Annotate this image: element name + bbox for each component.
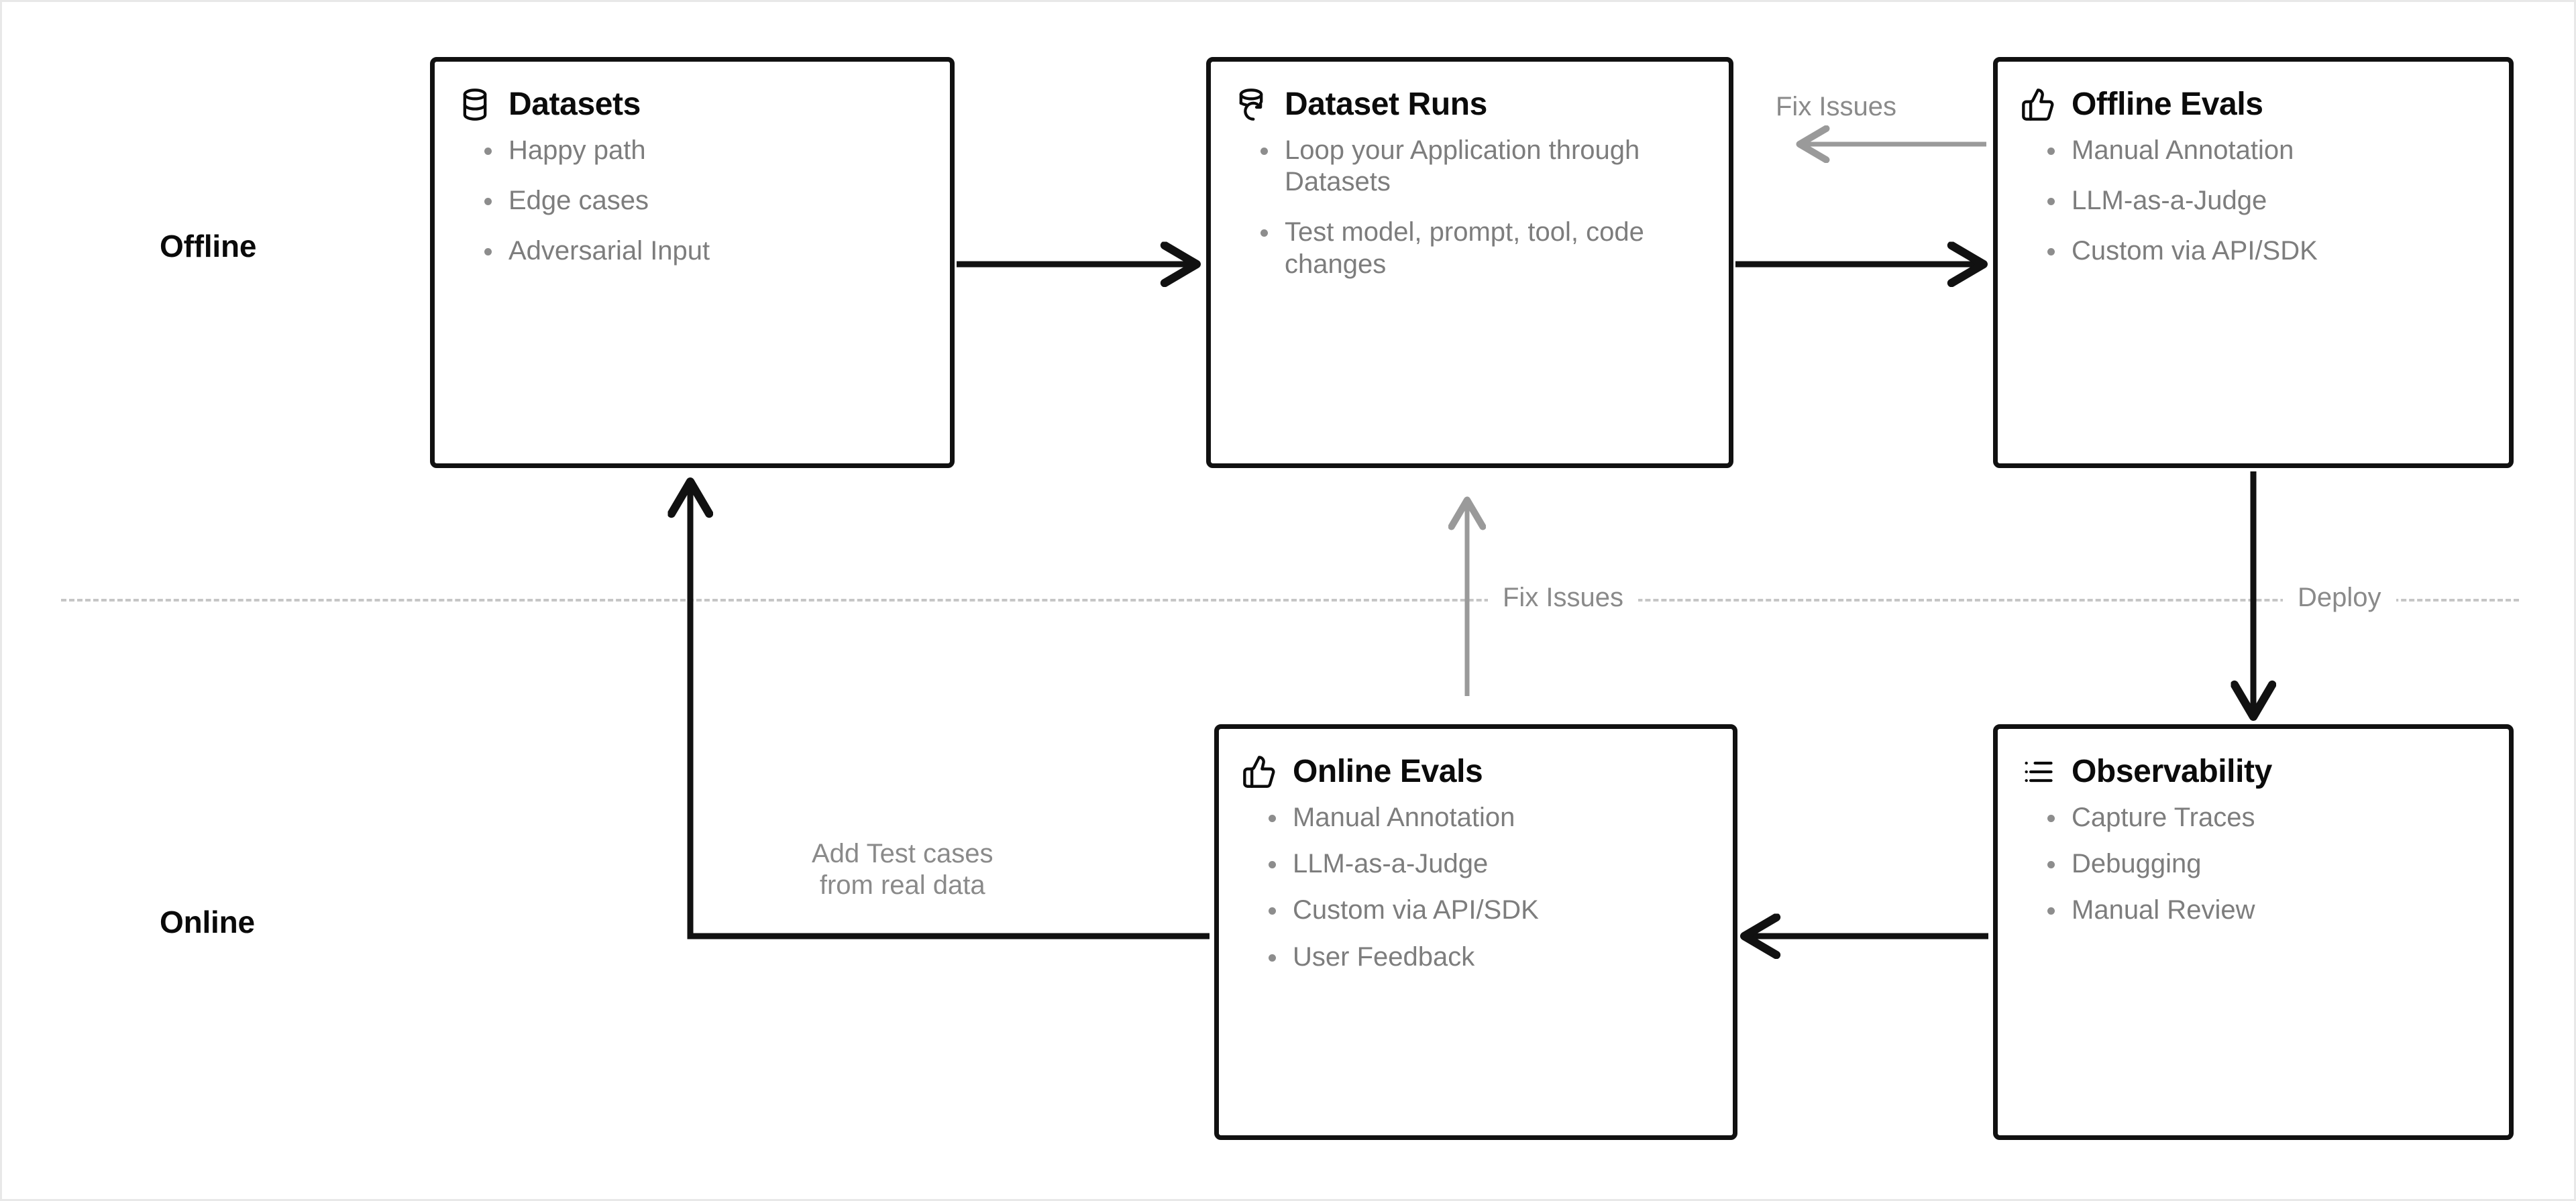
node-online-evals-header: Online Evals — [1242, 753, 1710, 790]
node-datasets-title: Datasets — [508, 87, 641, 122]
list-item: Capture Traces — [2045, 802, 2486, 834]
section-label-online: Online — [160, 905, 255, 939]
list-item: LLM-as-a-Judge — [2045, 185, 2486, 217]
edge-label-add-test-cases: Add Test cases from real data — [812, 838, 994, 901]
list-item: Manual Annotation — [2045, 135, 2486, 166]
node-datasets-list: Happy path Edge cases Adversarial Input — [458, 135, 927, 268]
list-item: Manual Review — [2045, 895, 2486, 926]
node-online-evals-title: Online Evals — [1293, 754, 1483, 789]
edge-label-add-test-cases-line1: Add Test cases — [812, 839, 994, 868]
list-item: Loop your Application through Datasets — [1258, 135, 1706, 198]
thumbs-up-icon — [2022, 88, 2054, 121]
node-dataset-runs-header: Dataset Runs — [1234, 86, 1706, 123]
list-item: Edge cases — [482, 185, 927, 217]
edge-label-fix-issues-top: Fix Issues — [1776, 92, 1897, 121]
database-refresh-icon — [1239, 88, 1263, 121]
list-item: Test model, prompt, tool, code changes — [1258, 217, 1706, 280]
node-offline-evals-header: Offline Evals — [2021, 86, 2486, 123]
thumbs-up-icon — [1243, 755, 1275, 788]
node-datasets-header: Datasets — [458, 86, 927, 123]
node-offline-evals-title: Offline Evals — [2072, 87, 2263, 122]
list-item: LLM-as-a-Judge — [1266, 848, 1710, 880]
list-item: Happy path — [482, 135, 927, 166]
list-item: Debugging — [2045, 848, 2486, 880]
node-dataset-runs-title: Dataset Runs — [1285, 87, 1487, 122]
node-offline-evals[interactable]: Offline Evals Manual Annotation LLM-as-a… — [1993, 57, 2514, 468]
list-item: Adversarial Input — [482, 235, 927, 267]
divider-label-fix-issues: Fix Issues — [1488, 583, 1639, 613]
divider-label-deploy: Deploy — [2283, 583, 2396, 613]
list-item: Custom via API/SDK — [1266, 895, 1710, 926]
edge-label-add-test-cases-line2: from real data — [819, 870, 985, 901]
node-dataset-runs-list: Loop your Application through Datasets T… — [1234, 135, 1706, 280]
offline-online-divider — [61, 599, 2519, 602]
list-item: User Feedback — [1266, 941, 1710, 973]
list-icon — [2025, 761, 2053, 782]
node-online-evals-list: Manual Annotation LLM-as-a-Judge Custom … — [1242, 802, 1710, 973]
node-observability[interactable]: Observability Capture Traces Debugging M… — [1993, 724, 2514, 1140]
node-dataset-runs[interactable]: Dataset Runs Loop your Application throu… — [1206, 57, 1733, 468]
list-item: Manual Annotation — [1266, 802, 1710, 834]
node-datasets[interactable]: Datasets Happy path Edge cases Adversari… — [430, 57, 955, 468]
list-item: Custom via API/SDK — [2045, 235, 2486, 267]
node-observability-header: Observability — [2021, 753, 2486, 790]
node-observability-list: Capture Traces Debugging Manual Review — [2021, 802, 2486, 927]
section-label-offline: Offline — [160, 229, 257, 264]
database-icon — [463, 88, 487, 121]
node-observability-title: Observability — [2072, 754, 2272, 789]
node-online-evals[interactable]: Online Evals Manual Annotation LLM-as-a-… — [1214, 724, 1737, 1140]
node-offline-evals-list: Manual Annotation LLM-as-a-Judge Custom … — [2021, 135, 2486, 268]
